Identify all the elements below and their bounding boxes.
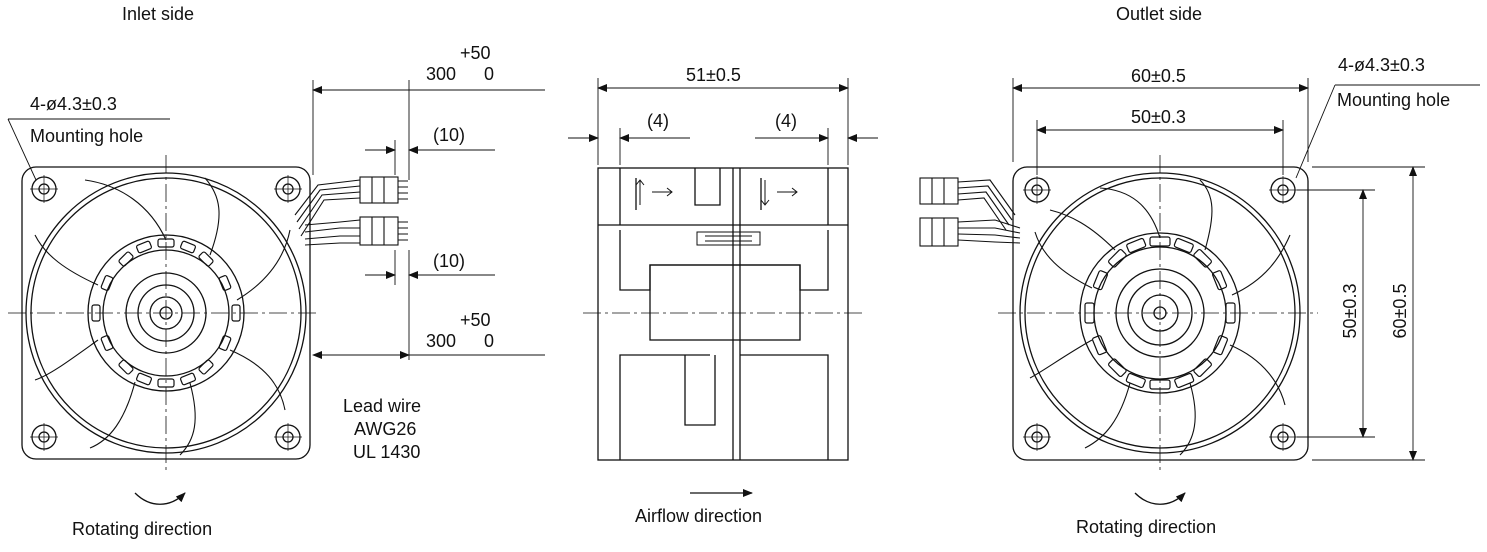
outlet-height-outer-dim: 60±0.5 [1390,283,1410,339]
inlet-rotation-label: Rotating direction [72,519,213,539]
outlet-mounting-hole-label: Mounting hole [1337,90,1451,110]
lead-length-top-value: 300 [426,64,457,84]
outlet-width-pitch-dim: 50±0.3 [1131,107,1186,127]
lead-length-bottom-tol-minus: 0 [484,331,495,351]
strip-length-top: (10) [433,125,466,145]
outlet-mounting-hole-dim: 4-ø4.3±0.3 [1338,55,1425,75]
outlet-rotation-label: Rotating direction [1076,517,1217,537]
outlet-blades [1029,179,1291,456]
inlet-blades [34,177,291,456]
outlet-hub-slots [1084,236,1236,390]
outlet-view [919,78,1480,505]
inlet-lead-wires [294,176,408,246]
outlet-mounting-holes [1023,176,1297,451]
outlet-frame [1012,166,1309,461]
lead-wire-line-3: UL 1430 [353,442,421,462]
lead-wire-line-2: AWG26 [354,419,417,439]
airflow-label: Airflow direction [635,506,763,526]
inlet-mounting-holes [30,175,302,451]
strip-length-bottom: (10) [433,251,466,271]
outlet-lead-wires [919,177,1021,247]
side-view [568,78,878,497]
inlet-mounting-hole-dim: 4-ø4.3±0.3 [30,94,117,114]
inlet-side-title: Inlet side [122,4,195,24]
flange-left-dim: (4) [647,111,669,131]
inlet-mounting-hole-label: Mounting hole [30,126,144,146]
outlet-width-outer-dim: 60±0.5 [1131,66,1186,86]
inlet-view [7,80,545,505]
lead-wire-line-1: Lead wire [343,396,422,416]
inlet-hub-slots [91,238,241,388]
side-body [597,167,849,461]
lead-length-bottom-value: 300 [426,331,457,351]
outlet-height-pitch-dim: 50±0.3 [1340,283,1360,339]
lead-length-bottom-tol-plus: +50 [460,310,491,330]
flange-right-dim: (4) [775,111,797,131]
outlet-side-title: Outlet side [1116,4,1203,24]
overall-depth-dim: 51±0.5 [686,65,741,85]
lead-length-top-tol-minus: 0 [484,64,495,84]
lead-length-top-tol-plus: +50 [460,43,491,63]
